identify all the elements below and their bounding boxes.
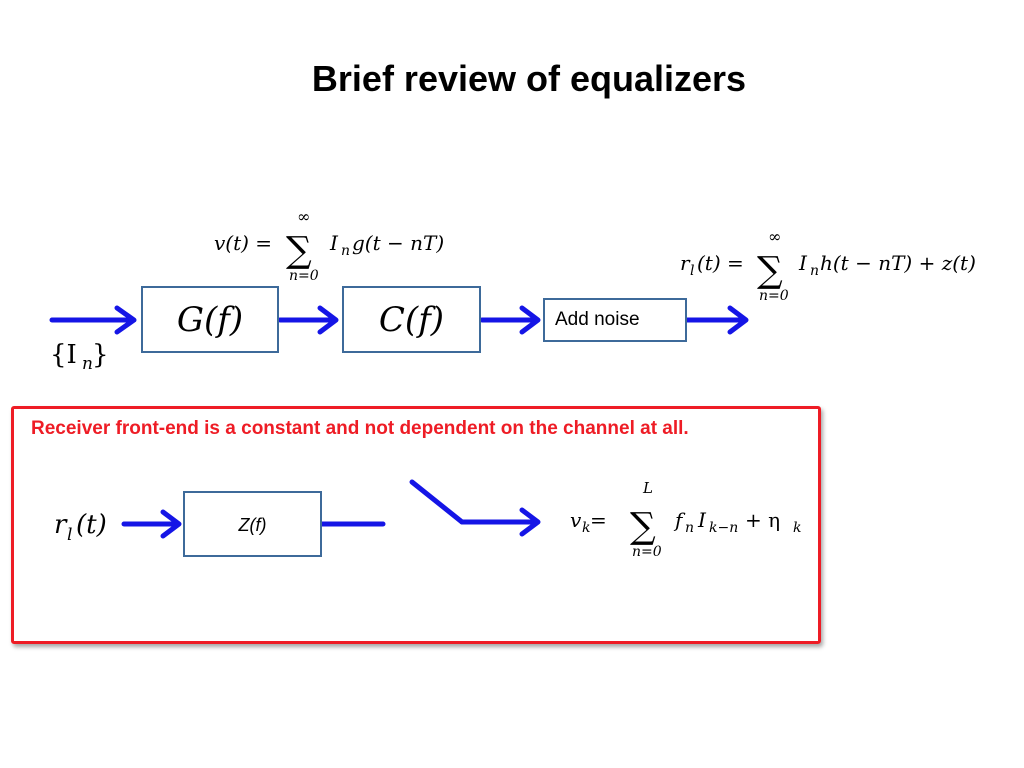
- arrow-g-c-head: [317, 305, 339, 335]
- eq-vk-lhs-sub: k: [582, 520, 590, 536]
- input-sequence-label: {I n }: [50, 340, 109, 374]
- eq-vk-eq: =: [590, 508, 607, 532]
- eq-vk-sigma: ∑: [630, 506, 656, 547]
- eq-r-rhs: I: [798, 251, 808, 275]
- eq-v-rhs-tail: g(t − nT): [352, 231, 444, 255]
- receiver-note-text: Receiver front-end is a constant and not…: [31, 418, 689, 439]
- eq-vk-sum-bottom: n=0: [632, 544, 662, 560]
- eq-vk-sum-top: L: [642, 479, 653, 497]
- eq-vk-lhs: v: [570, 508, 582, 532]
- block-g-label: G(f): [176, 299, 244, 340]
- receiver-note-box: [11, 406, 821, 644]
- block-c: C(f): [342, 286, 481, 353]
- eq-v-sum-top: ∞: [297, 207, 310, 226]
- block-z: Z(f): [183, 491, 322, 557]
- eq-v-rhs: I: [329, 231, 339, 255]
- input-sub: n: [82, 354, 93, 374]
- top-arrows: [49, 305, 749, 335]
- equation-v: v(t) = ∞ ∑ n=0 I n g(t − nT): [214, 207, 444, 284]
- eq-r-lhs-tail: (t) =: [697, 251, 744, 275]
- arrow-noise-out-head: [727, 305, 749, 335]
- eq-vk-rhs-sub2: k−n: [709, 520, 738, 536]
- eq-r-lhs-sub: l: [690, 263, 694, 279]
- input-open-brace: {I: [50, 340, 77, 370]
- arrow-c-noise-head: [519, 305, 541, 335]
- bottom-input-sub: l: [67, 525, 72, 545]
- eq-v-rhs-sub: n: [341, 243, 350, 259]
- eq-vk-rhs-sub3: k: [793, 520, 801, 536]
- eq-r-rhs-tail: h(t − nT) + z(t): [820, 251, 976, 275]
- block-add-noise-label: Add noise: [555, 309, 640, 330]
- bottom-input-r: r: [54, 510, 68, 540]
- eq-vk-rhs-sub1: n: [685, 520, 694, 536]
- arrow-r-z-head: [160, 509, 182, 539]
- sampler-switch: [409, 479, 465, 525]
- eq-v-lhs: v(t) =: [214, 231, 272, 255]
- arrow-input-head: [114, 305, 137, 335]
- eq-r-sigma: ∑: [757, 250, 783, 291]
- eq-r-lhs: r: [680, 251, 691, 275]
- block-z-label: Z(f): [238, 515, 267, 535]
- eq-r-sum-top: ∞: [768, 227, 781, 246]
- eq-r-sum-bottom: n=0: [759, 288, 789, 304]
- block-g: G(f): [141, 286, 279, 353]
- eq-r-rhs-sub: n: [810, 263, 819, 279]
- input-close-brace: }: [92, 340, 109, 370]
- equation-r: r l (t) = ∞ ∑ n=0 I n h(t − nT) + z(t): [680, 227, 976, 304]
- arrow-sampler-head: [519, 507, 541, 537]
- equation-vk: v k = L ∑ n=0 f n I k−n + η k: [570, 479, 801, 560]
- eq-vk-rhs-mid: I: [697, 508, 707, 532]
- block-c-label: C(f): [378, 299, 445, 340]
- bottom-input-tail: (t): [76, 510, 107, 540]
- bottom-input-label: r l (t): [54, 510, 107, 545]
- eq-v-sum-bottom: n=0: [289, 268, 319, 284]
- eq-v-sigma: ∑: [286, 230, 312, 271]
- eq-vk-rhs-tail: + η: [745, 508, 780, 532]
- block-add-noise: Add noise: [543, 298, 687, 342]
- slide-title: Brief review of equalizers: [311, 58, 747, 99]
- bottom-arrows: [121, 479, 541, 539]
